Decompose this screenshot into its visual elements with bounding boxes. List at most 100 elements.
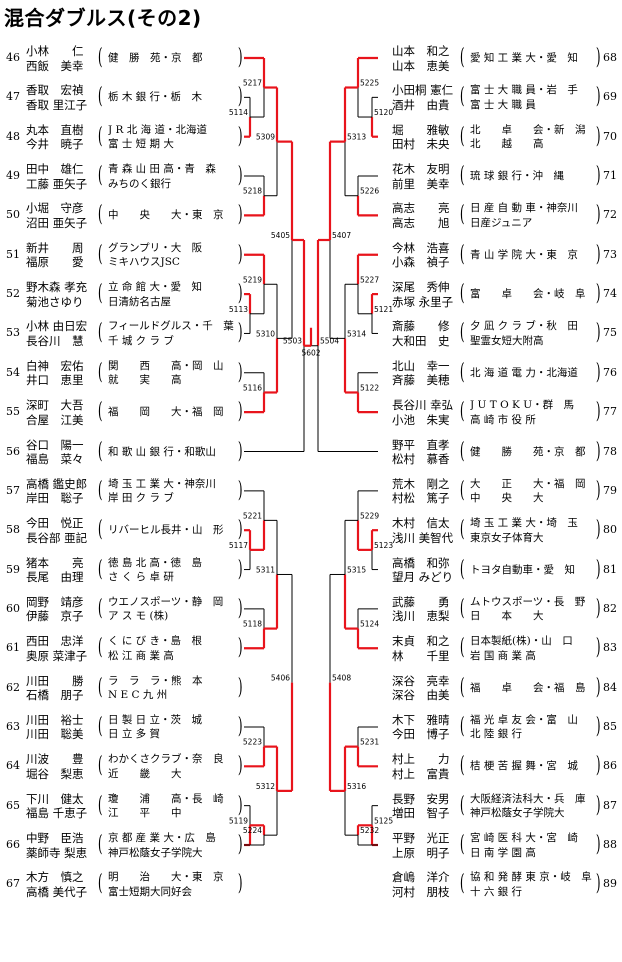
affiliation-line: わかくさクラブ・奈 良 [108, 752, 238, 767]
entry-number: 54 [6, 365, 20, 379]
team-name-2: 岩 国 商 業 高 [470, 649, 536, 662]
player-names: 深尾 秀伸赤塚 永里子 [392, 280, 480, 309]
entry-number: 85 [603, 719, 617, 733]
affiliation: わかくさクラブ・奈 良近 畿 大 [108, 752, 238, 781]
team-name: 青 森 山 田 高 [108, 163, 174, 176]
team-name: トヨタ自動車 [470, 563, 533, 576]
player-names: 北山 幸一斉藤 美穂 [392, 359, 480, 388]
open-paren: ( [459, 832, 465, 857]
team-name-2: 岸 田 ク ラ ブ [108, 492, 174, 505]
entry-number: 46 [6, 51, 20, 64]
open-paren: ( [459, 753, 465, 779]
match-number: 5113 [229, 305, 248, 314]
separator: ・ [160, 635, 171, 648]
player-name: 木村 信太 [392, 516, 450, 531]
separator: ・ [532, 399, 543, 412]
player-name: 深谷 由美 [392, 688, 450, 703]
affiliation-line: フィールドグルス・千 葉 [108, 319, 238, 334]
entry-number: 72 [603, 208, 617, 222]
affiliation-line: J U T O K U・群 馬 [470, 398, 600, 413]
close-paren: ) [595, 832, 601, 857]
match-number: 5116 [243, 383, 262, 392]
separator: ・ [535, 52, 547, 64]
entry-number: 88 [603, 838, 617, 851]
affiliation: フィールドグルス・千 葉千 城 ク ラ ブ [108, 319, 238, 348]
affiliation-line: 大阪経済法科大・兵 庫 [470, 792, 600, 807]
player-name: 岡野 靖彦 [26, 594, 84, 609]
player-name: 村上 富貴 [392, 766, 450, 781]
affiliation-line: 日 製 日 立・茨 城 [108, 713, 238, 728]
close-paren: ) [595, 635, 601, 661]
open-paren: ( [459, 674, 465, 700]
affiliation: 健 勝 苑・京 都 [108, 44, 238, 66]
affiliation-line: 日 産 自 動 車・神奈川 [470, 201, 600, 216]
open-paren: ( [97, 163, 103, 189]
player-name: 河村 朋枝 [392, 884, 450, 899]
team-name: ウエノスポーツ [108, 595, 182, 608]
match-number: 5121 [374, 305, 393, 314]
player-name: 堀 雅敏 [392, 122, 450, 137]
prefecture: 奈 良 [192, 753, 224, 766]
close-paren: ) [237, 320, 243, 346]
player-name: 福島 菜々 [26, 452, 84, 466]
affiliation-line: 福 光 卓 友 会・富 山 [470, 713, 600, 728]
entry-number: 63 [6, 719, 20, 733]
player-name: 菊池さゆり [26, 294, 84, 309]
prefecture: 秋 田 [546, 320, 578, 333]
player-name: 小林 由日宏 [26, 319, 88, 334]
player-name: 武藤 勇 [392, 594, 450, 609]
affiliation: 北 海 道 電 力・北海道 [470, 359, 600, 381]
open-paren: ( [459, 792, 465, 818]
open-paren: ( [459, 123, 465, 149]
entry-number: 50 [6, 208, 20, 222]
open-paren: ( [459, 517, 465, 543]
team-name-2: 近 畿 大 [108, 767, 182, 780]
match-number: 5227 [360, 275, 379, 284]
player-names: 白神 宏佑井口 恵里 [26, 359, 114, 388]
team-name: 桔 梗 苦 握 舞 [470, 760, 536, 773]
separator: ・ [181, 792, 193, 805]
affiliation: 京 都 産 業 大・広 島神戸松蔭女子学院大 [108, 831, 238, 860]
team-name: リバーヒル長井 [108, 524, 182, 537]
affiliation-line: 青 森 山 田 高・青 森 [108, 162, 238, 177]
player-names: 野木森 孝充菊池さゆり [26, 280, 114, 309]
affiliation-line: 富 卓 会・岐 阜 [470, 287, 600, 302]
match-number: 5314 [347, 329, 366, 338]
separator: ・ [160, 281, 171, 294]
prefecture: 愛 知 [546, 52, 578, 64]
affiliation-line: 京 都 産 業 大・広 島 [108, 831, 238, 846]
player-names: 木方 慎之高橋 美代子 [26, 870, 114, 899]
prefecture: 北海道 [175, 123, 207, 136]
entry-number: 77 [603, 405, 617, 419]
match-number: 5315 [347, 565, 366, 574]
separator: ・ [160, 556, 171, 569]
player-name: 川田 勝 [26, 673, 84, 688]
match-number: 5119 [229, 816, 248, 825]
player-name: 高橋 和弥 [392, 555, 450, 570]
close-paren: ) [237, 281, 243, 307]
affiliation-line: 健 勝 苑・京 都 [470, 445, 600, 460]
close-paren: ) [237, 832, 243, 857]
separator: ・ [181, 359, 193, 372]
player-name: 沼田 亜矢子 [26, 215, 88, 230]
player-names: 谷口 陽一福島 菜々 [26, 438, 114, 467]
separator: ・ [543, 681, 555, 694]
affiliation: 日本製紙(株)・山 口岩 国 商 業 高 [470, 634, 600, 663]
entry-number: 47 [6, 90, 20, 104]
player-name: 長谷部 亜記 [26, 530, 88, 545]
player-names: 長野 安男増田 智子 [392, 792, 480, 821]
prefecture: 栃 木 [170, 91, 203, 104]
team-name: 日 製 日 立 [108, 713, 161, 726]
entry-number: 66 [6, 838, 20, 851]
team-name: 福 岡 大 [108, 406, 182, 419]
open-paren: ( [459, 281, 465, 307]
player-name: 林 千里 [392, 648, 450, 663]
entry-number: 83 [603, 641, 617, 655]
player-names: 野平 直孝松村 慕香 [392, 438, 480, 467]
player-names: 高志 亮高志 旭 [392, 201, 480, 230]
match-number: 5125 [374, 816, 393, 825]
